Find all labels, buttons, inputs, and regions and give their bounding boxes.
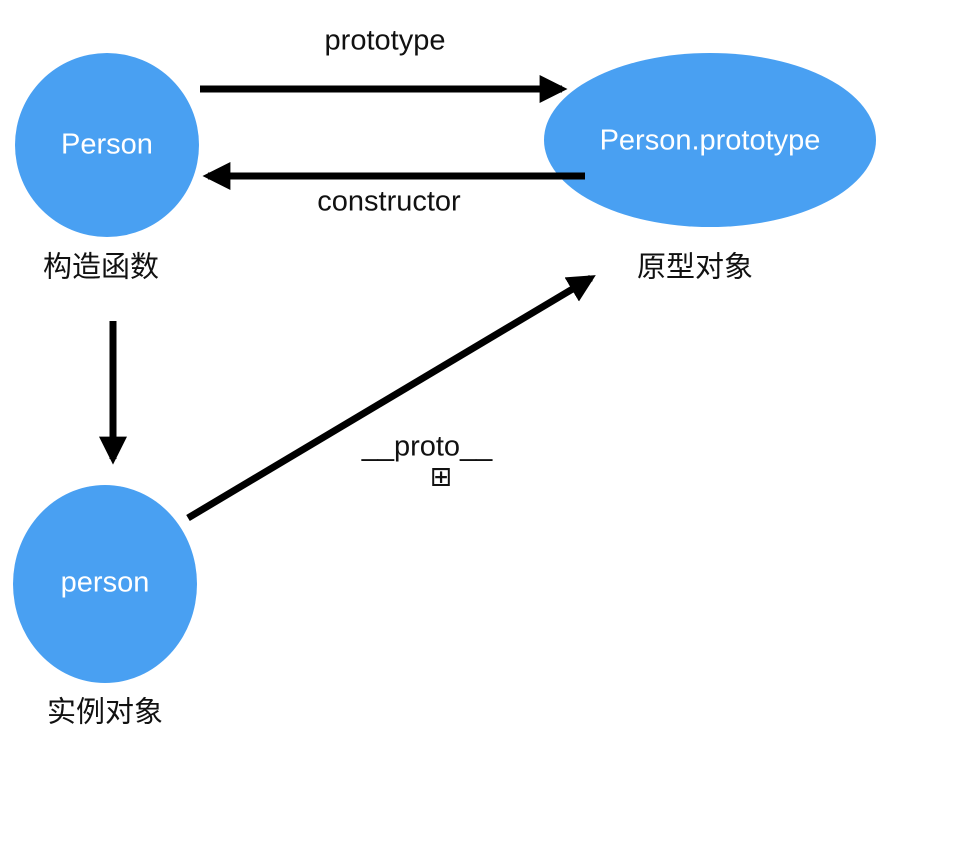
node-label-person-instance: person [60, 566, 150, 599]
edge-label-proto: __proto__ [361, 430, 493, 463]
node-instance-object [13, 485, 197, 683]
node-constructor-function [15, 53, 199, 237]
caption-instance-object: 实例对象 [46, 696, 164, 729]
proto-arrow [186, 274, 596, 522]
caption-constructor-function: 构造函数 [42, 251, 160, 284]
edge-label-constructor: constructor [317, 185, 461, 218]
caption-prototype-object: 原型对象 [636, 251, 754, 284]
squared-plus-icon: ⊞ [429, 461, 453, 493]
node-label-person-prototype: Person.prototype [599, 124, 821, 157]
edge-label-prototype: prototype [324, 24, 446, 57]
node-label-person: Person [61, 128, 153, 161]
node-prototype-object [544, 53, 876, 227]
